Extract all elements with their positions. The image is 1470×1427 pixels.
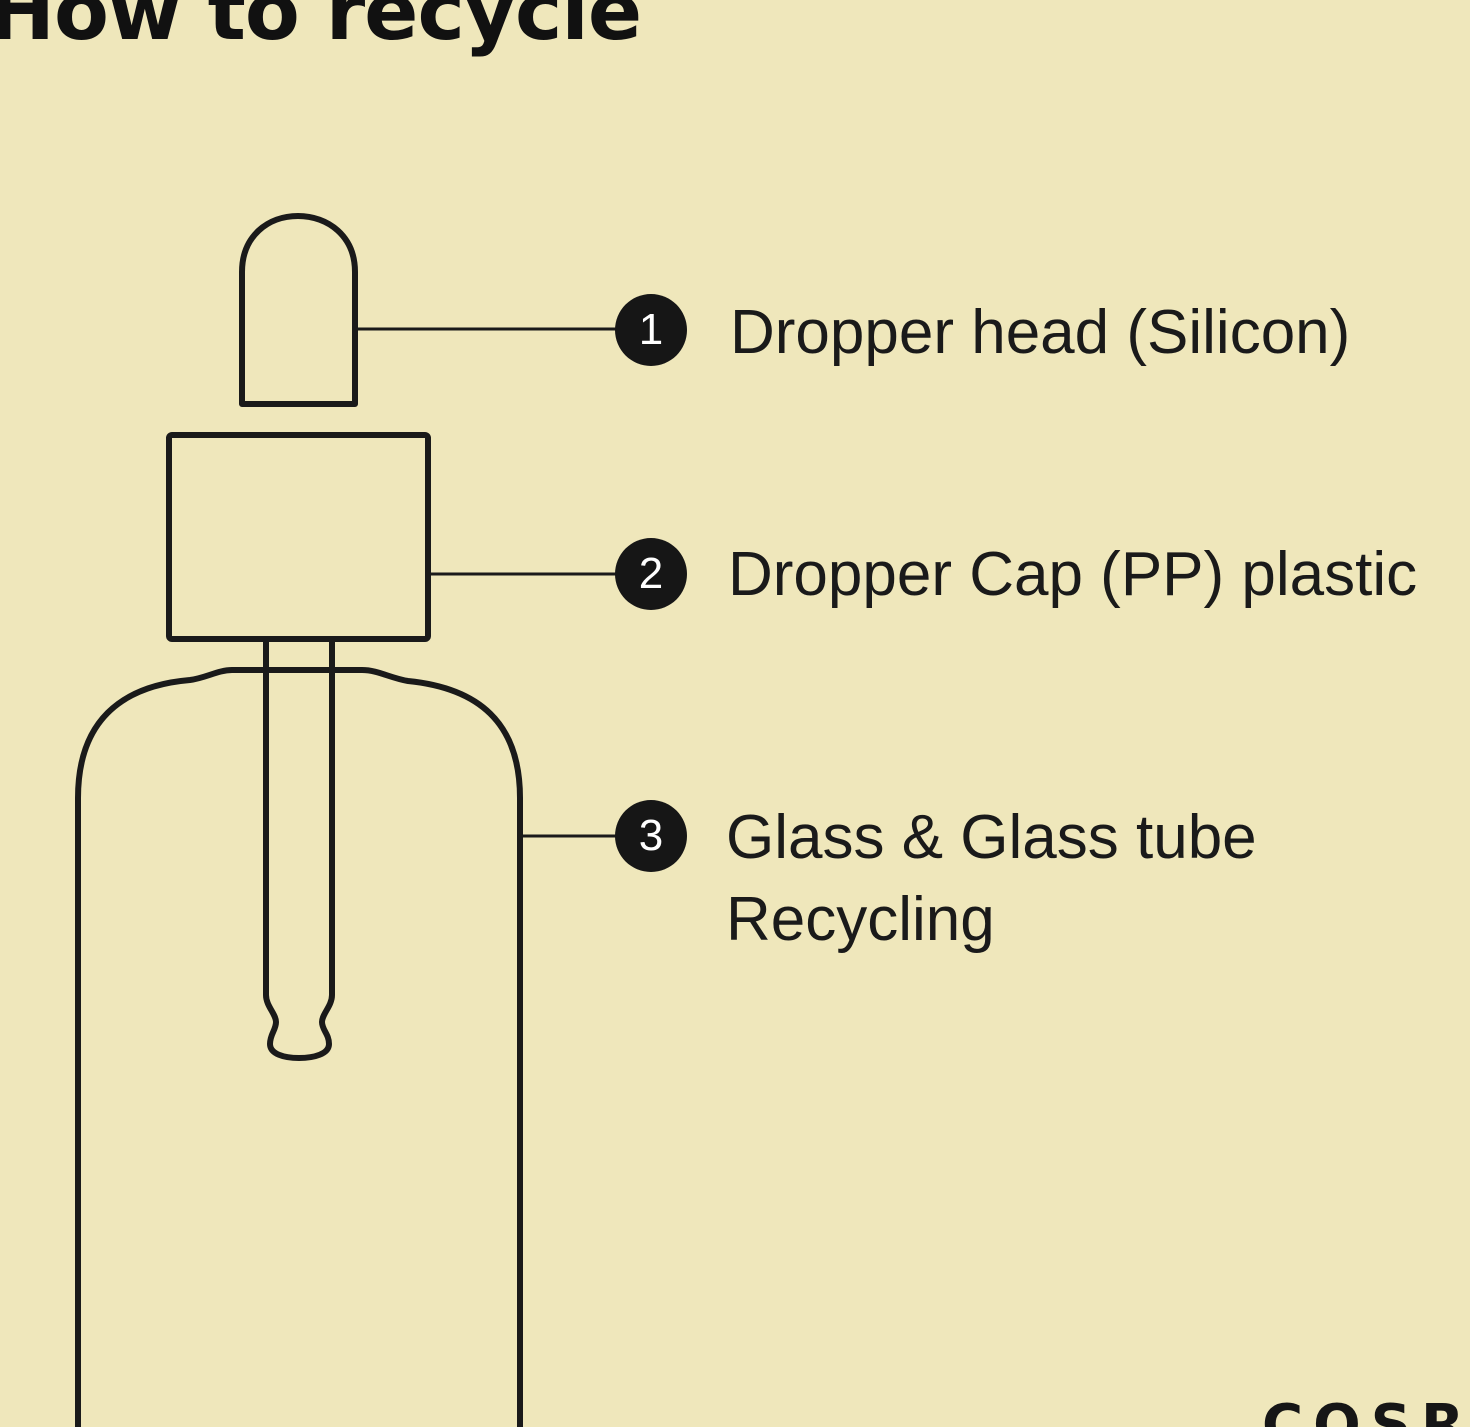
part-marker-2: 2: [615, 538, 687, 610]
part-marker-1: 1: [615, 294, 687, 366]
part-marker-3: 3: [615, 800, 687, 872]
dropper-cap-outline: [166, 432, 431, 642]
glass-tube-outline: [263, 636, 335, 1061]
part-label-1: Dropper head (Silicon): [730, 298, 1351, 367]
part-label-2: Dropper Cap (PP) plastic: [728, 540, 1418, 609]
part-label-3-line2: Recycling: [726, 885, 995, 954]
page-title: How to recycle: [0, 0, 642, 58]
dropper-head-outline: [239, 213, 358, 407]
brand-logo: COSRX: [1262, 1393, 1470, 1427]
part-label-3-line1: Glass & Glass tube: [726, 803, 1257, 872]
bottle-outline: [75, 667, 523, 1427]
